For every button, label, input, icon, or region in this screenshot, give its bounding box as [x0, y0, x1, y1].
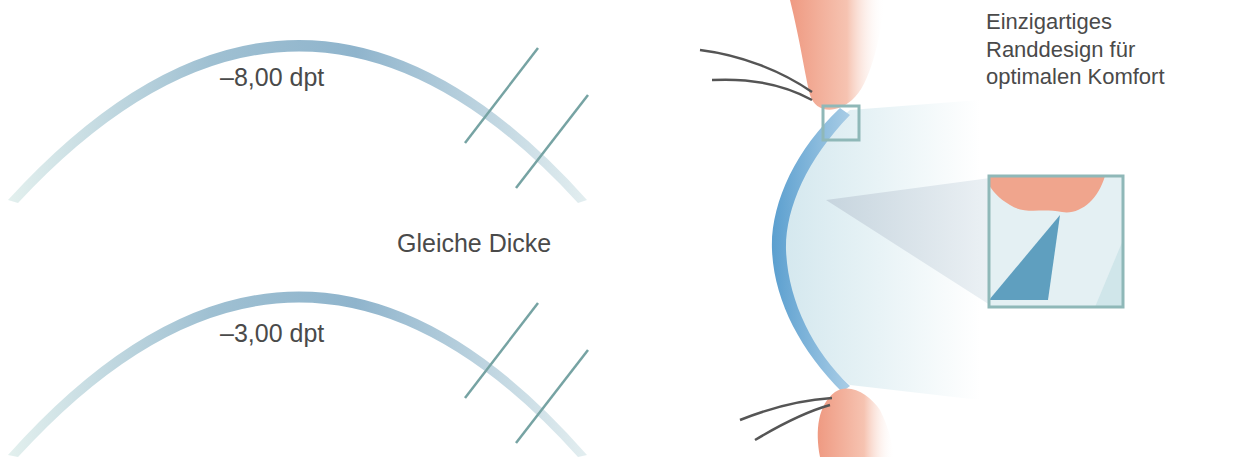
zoom-lid	[989, 176, 1105, 212]
lens-section	[8, 292, 587, 457]
zoom-beam	[826, 178, 990, 305]
label-text: Gleiche Dicke	[397, 228, 551, 258]
lens-section	[8, 40, 587, 203]
eyelashes	[700, 50, 812, 92]
label-text: –8,00 dpt	[220, 62, 324, 92]
zoom-lens-edge	[989, 215, 1060, 300]
contact-lens	[772, 108, 850, 392]
label-text: Einzigartiges Randdesign für optimalen K…	[986, 8, 1221, 91]
zoom-eye	[1095, 240, 1123, 307]
thickness-marker	[465, 303, 538, 398]
thickness-marker	[465, 48, 538, 143]
upper-eyelid	[790, 0, 885, 110]
eyelashes	[755, 405, 830, 440]
label-text: –3,00 dpt	[220, 318, 324, 348]
thickness-marker	[516, 95, 588, 188]
eyelashes	[712, 80, 812, 100]
detail-marker	[823, 106, 859, 140]
thickness-marker	[516, 350, 588, 443]
zoom-box	[989, 176, 1123, 307]
zoom-box-ground	[989, 176, 1123, 307]
